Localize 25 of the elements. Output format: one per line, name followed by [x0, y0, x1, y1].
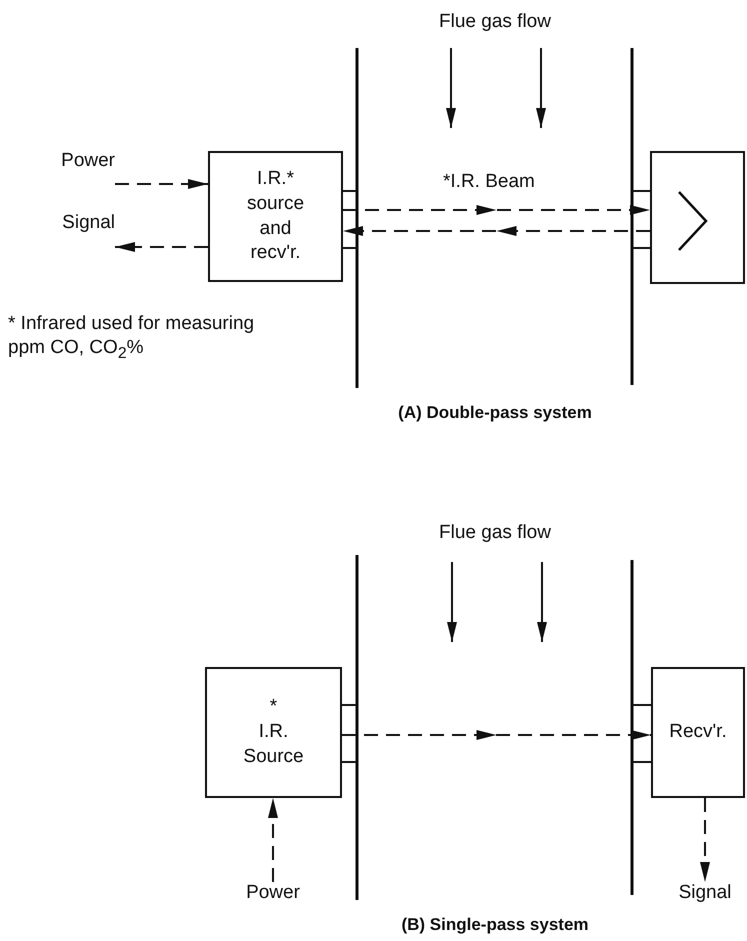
reflector-box: [650, 151, 745, 284]
flow-label: Flue gas flow: [438, 10, 552, 34]
box-label: I.R.* source and recv'r.: [246, 167, 306, 266]
signal-arrow: [700, 798, 710, 882]
flow-label: Flue gas flow: [438, 521, 552, 545]
signal-arrow: [343, 226, 650, 236]
box-label: *: [270, 695, 278, 720]
source-receiver-box: [208, 151, 343, 282]
power-label: Power: [236, 882, 310, 910]
source-box: [205, 667, 342, 798]
signal-label: Signal: [665, 882, 745, 910]
signal-arrow: [268, 798, 278, 882]
signal-arrow: [342, 730, 651, 740]
receiver-box: [651, 667, 745, 798]
signal-label: Signal: [40, 212, 115, 255]
signal-arrow: [343, 205, 650, 215]
signal-arrow: [115, 179, 208, 189]
footnote: * Infrared used for measuring ppm CO, CO$_{2}$%: [8, 312, 256, 364]
power-label: Power: [40, 150, 115, 190]
caption: (A) Double-pass system: [397, 402, 593, 424]
signal-arrow: [115, 242, 208, 252]
box-label: I.R. Source: [242, 720, 305, 769]
edge-label: *I.R. Beam: [443, 171, 535, 193]
box-label: Recv'r.: [669, 720, 727, 744]
caption: (B) Single-pass system: [400, 914, 590, 936]
